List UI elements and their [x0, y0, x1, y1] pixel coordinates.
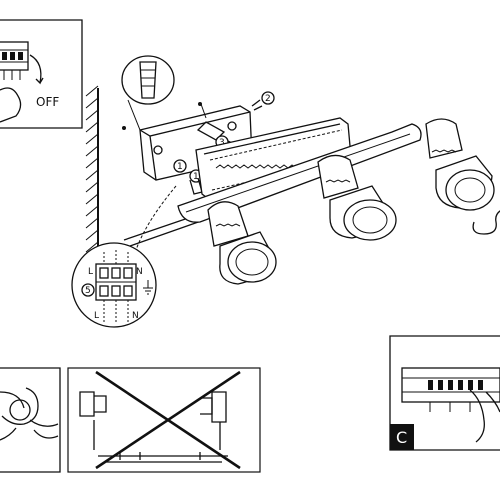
off-arrow-icon	[29, 54, 44, 85]
callout-2: 2	[265, 94, 271, 104]
wall-plug-callout	[121, 55, 175, 131]
wall-plug-icon	[139, 61, 157, 99]
incorrect-mounting-panel	[67, 367, 261, 473]
wall-hatching	[85, 85, 99, 253]
callout-1a: 1	[177, 162, 183, 172]
wire-N-top: N	[136, 267, 143, 277]
panel-c: C	[389, 335, 500, 451]
bulb-icon	[352, 206, 388, 234]
terminal-detail: L N L N 5	[71, 242, 157, 328]
spotlight-icon	[317, 154, 397, 241]
hand-icon	[0, 387, 39, 425]
callout-3: 3	[219, 138, 225, 148]
spotlight-icon	[425, 118, 495, 211]
bulb-change-panel	[0, 367, 61, 473]
wire-L-bottom: L	[94, 311, 99, 321]
earth-symbol-icon	[143, 280, 153, 295]
panel-c-label: C	[396, 428, 407, 447]
bulb-icon	[9, 399, 31, 421]
callout-1b: 1	[193, 172, 199, 182]
breaker-panel-icon	[0, 41, 29, 80]
breaker-off-panel: OFF	[0, 19, 83, 129]
earth-callout: 5	[85, 286, 91, 296]
terminal-block-icon	[95, 263, 137, 301]
hand-icon	[469, 389, 500, 443]
bulb-icon	[235, 248, 269, 276]
cross-out-icon	[95, 370, 241, 470]
breaker-panel-icon	[401, 367, 500, 412]
spotlight-icon	[207, 201, 277, 285]
bulb-icon	[454, 177, 486, 203]
cable-icon	[472, 210, 500, 235]
wire-N-bottom: N	[132, 311, 139, 321]
off-label: OFF	[36, 95, 59, 109]
wire-L-top: L	[88, 267, 93, 277]
hand-icon	[0, 87, 22, 123]
